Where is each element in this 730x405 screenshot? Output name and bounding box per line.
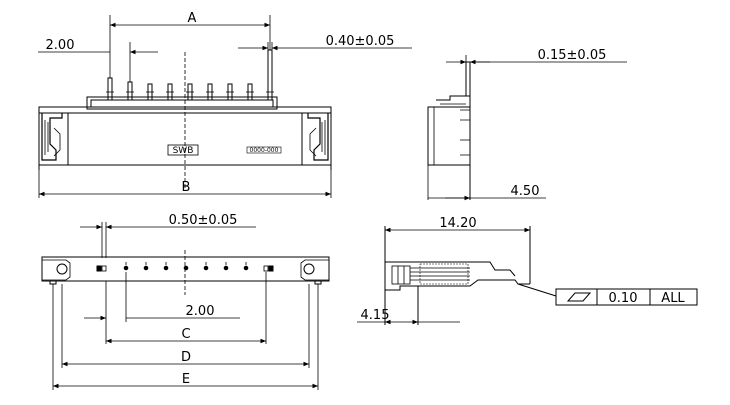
dimension-pitch-top — [38, 42, 158, 82]
flatness-icon — [566, 292, 592, 302]
dimension-c — [105, 272, 267, 344]
dim-depth-label: 14.20 — [439, 216, 476, 231]
side-view — [427, 61, 471, 200]
dimension-pin-width — [238, 42, 412, 51]
dim-offset-label: 4.15 — [361, 308, 390, 323]
dim-d-label: D — [181, 350, 191, 365]
front-label-right: 0000-000 — [250, 147, 279, 154]
tolerance-scope: ALL — [661, 291, 685, 306]
dim-height-label: 4.50 — [511, 184, 540, 199]
bottom-view — [41, 250, 330, 295]
dim-pitch-top-label: 2.00 — [46, 38, 75, 53]
dim-pin-width-label: 0.40±0.05 — [326, 34, 395, 49]
dim-c-label: C — [181, 327, 190, 342]
dimension-tail-width — [80, 222, 256, 258]
dimension-b — [38, 170, 332, 198]
dimension-pin-thickness — [446, 55, 627, 65]
dimension-a — [109, 15, 271, 78]
dim-e-label: E — [182, 372, 190, 387]
dim-b-label: B — [182, 180, 191, 195]
front-view — [38, 49, 332, 188]
dimension-e — [52, 284, 319, 390]
dimension-pitch-bottom — [84, 272, 240, 322]
tolerance-value: 0.10 — [609, 291, 638, 306]
dim-a-label: A — [188, 11, 197, 26]
side-profile-view — [384, 226, 531, 325]
dim-tail-width-label: 0.50±0.05 — [169, 213, 238, 228]
dimension-d — [61, 284, 310, 368]
bottom-contacts — [96, 262, 274, 272]
dim-pin-thickness-label: 0.15±0.05 — [538, 48, 607, 63]
front-pins — [106, 49, 274, 101]
dimension-height — [427, 165, 546, 201]
flatness-tolerance-frame — [517, 283, 698, 306]
front-label: SWB — [173, 146, 194, 156]
dim-pitch-bottom-label: 2.00 — [186, 304, 215, 319]
